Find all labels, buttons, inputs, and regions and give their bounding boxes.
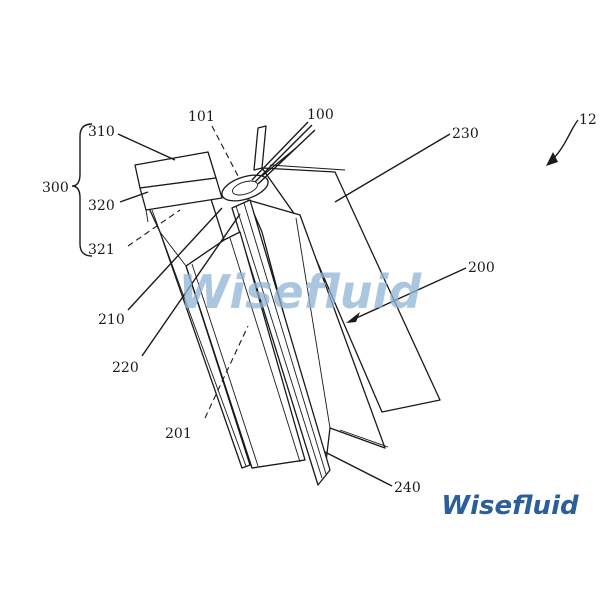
leader-240 xyxy=(324,451,393,487)
hub-100 xyxy=(221,174,269,202)
leader-230 xyxy=(334,133,451,203)
leader-12 xyxy=(551,119,579,161)
label-210: 210 xyxy=(98,312,125,328)
brace-300 xyxy=(71,123,93,257)
spoke xyxy=(251,121,309,181)
label-220: 220 xyxy=(112,360,139,376)
axis-101-dashed xyxy=(211,125,239,177)
axis-321-dashed xyxy=(127,209,181,247)
blade-240-fold xyxy=(329,427,386,449)
leader-310 xyxy=(117,133,176,161)
plate-320 xyxy=(139,177,223,211)
axis-201-dashed xyxy=(204,325,249,419)
label-320: 320 xyxy=(88,198,115,214)
label-12: 12 xyxy=(579,112,597,128)
leader-200 xyxy=(351,267,467,321)
blade-230-top-edge xyxy=(269,164,346,171)
watermark-corner: Wisefluid xyxy=(441,491,579,521)
blade-210 xyxy=(147,195,251,469)
label-100: 100 xyxy=(307,107,334,123)
upper-rib xyxy=(253,125,267,171)
label-201: 201 xyxy=(165,426,192,442)
leader-320 xyxy=(119,191,149,203)
label-300: 300 xyxy=(42,180,69,196)
leader-210 xyxy=(127,207,223,311)
label-200: 200 xyxy=(468,260,495,276)
label-240: 240 xyxy=(394,480,421,496)
spoke xyxy=(254,124,313,183)
spoke xyxy=(261,147,297,177)
arrow-12 xyxy=(546,152,558,166)
label-101: 101 xyxy=(188,109,215,125)
leader-220 xyxy=(141,213,241,357)
label-310: 310 xyxy=(88,124,115,140)
label-321: 321 xyxy=(88,242,115,258)
spoke xyxy=(257,129,316,185)
watermark-center: Wisefluid xyxy=(179,265,423,319)
arrow-200 xyxy=(346,312,360,323)
label-230: 230 xyxy=(452,126,479,142)
hub-101-inner xyxy=(232,180,258,196)
